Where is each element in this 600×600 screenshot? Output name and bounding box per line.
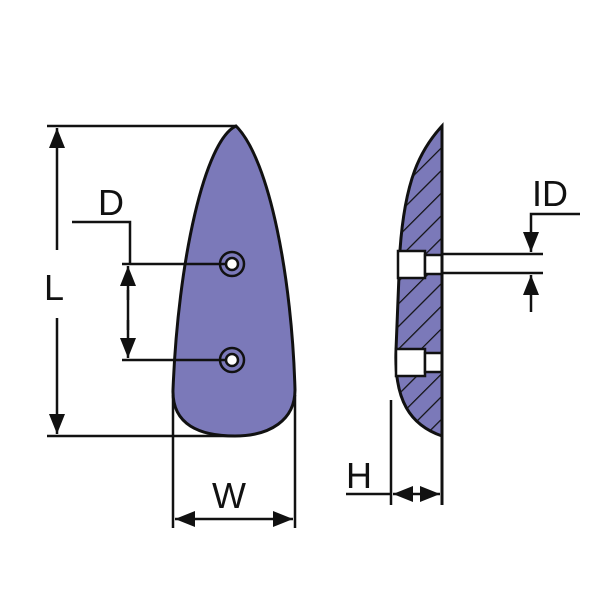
mounting-hole-top: [218, 250, 246, 278]
anode-section: [394, 122, 444, 439]
inner-diameter-label: ID: [532, 173, 568, 214]
side-view: ID H: [346, 122, 580, 505]
distance-label: D: [98, 182, 124, 223]
width-label: W: [212, 475, 246, 516]
width-dimension: [171, 395, 297, 528]
hole-section-bottom: [394, 347, 444, 378]
anode-body: [171, 124, 297, 438]
length-dimension: [47, 124, 236, 438]
height-dimension: [346, 400, 440, 505]
length-label: L: [44, 267, 64, 308]
front-view: L D W: [44, 124, 297, 528]
mounting-hole-bottom: [218, 346, 246, 374]
hole-section-top: [396, 249, 444, 280]
inner-diameter-dimension: [442, 212, 580, 312]
distance-dimension: [72, 220, 226, 362]
height-label: H: [346, 455, 372, 496]
